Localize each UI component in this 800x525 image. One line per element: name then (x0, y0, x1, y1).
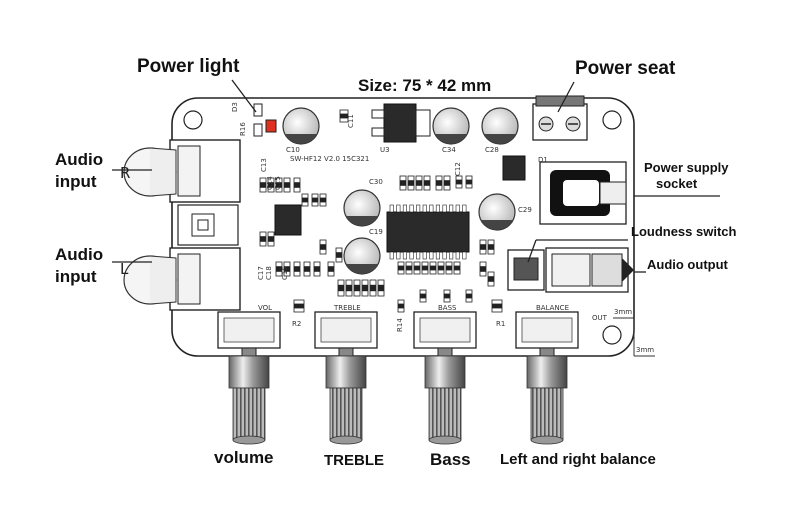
silk-c17: C17 (257, 266, 265, 280)
silk-c19: C19 (369, 228, 383, 236)
silk-channel-l: L (120, 260, 129, 278)
mount-hole (602, 325, 622, 345)
capacitor-c34 (432, 107, 470, 145)
label-power-supply-1: Power supply (644, 160, 729, 175)
label-power-light: Power light (137, 56, 240, 77)
loudness-switch (507, 249, 545, 291)
label-volume: volume (214, 448, 274, 467)
label-loudness-switch: Loudness switch (631, 224, 737, 239)
capacitor-c29 (478, 193, 516, 231)
smd-parts (259, 109, 503, 313)
silk-bass: BASS (438, 304, 457, 312)
diode-d1 (502, 155, 526, 181)
silk-r16: R16 (239, 122, 247, 136)
pot-volume (217, 311, 281, 445)
silk-c14: C14 (266, 176, 274, 190)
silk-model: SW-HF12 V2.0 15C321 (290, 155, 369, 163)
input-connector-block (177, 204, 239, 246)
audio-input-r-jack (123, 139, 241, 203)
label-audio-input-r-2: input (55, 172, 97, 191)
main-ic (386, 204, 470, 260)
label-size: Size: 75 * 42 mm (358, 76, 492, 95)
silk-c12: C12 (454, 162, 462, 176)
silk-c34: C34 (442, 146, 456, 154)
silk-c29: C29 (518, 206, 532, 214)
leader-lines (112, 79, 720, 273)
silk-r14: R14 (396, 318, 404, 332)
label-power-seat: Power seat (575, 58, 676, 79)
label-audio-input-l-2: input (55, 267, 97, 286)
silk-c18: C18 (265, 266, 273, 280)
mount-hole (602, 110, 622, 130)
silk-vol: VOL (258, 304, 272, 312)
label-audio-output: Audio output (647, 257, 728, 272)
silk-dim-right: 3mm (636, 346, 654, 354)
label-audio-input-r-1: Audio (55, 150, 104, 169)
silk-treble: TREBLE (333, 304, 361, 312)
audio-input-l-jack (123, 247, 241, 311)
silk-c10: C10 (286, 146, 300, 154)
silk-c16: C16 (281, 266, 289, 280)
power-led (265, 119, 277, 133)
regulator-u3 (371, 103, 431, 143)
silk-out: OUT (592, 314, 608, 322)
pot-treble (314, 311, 378, 445)
silk-u3: U3 (380, 146, 390, 154)
silk-c28: C28 (485, 146, 499, 154)
audio-output-jack (545, 247, 634, 293)
label-bass: Bass (430, 450, 471, 469)
silk-c13: C13 (260, 158, 268, 172)
silk-c30: C30 (369, 178, 383, 186)
silk-balance: BALANCE (536, 304, 569, 312)
silk-d3: D3 (231, 102, 239, 112)
label-power-supply-2: socket (656, 176, 698, 191)
silk-d1: D1 (538, 156, 548, 164)
silk-r1: R1 (496, 320, 505, 328)
silk-c11: C11 (347, 114, 355, 128)
silk-channel-r: R (120, 164, 130, 182)
capacitor-c28 (481, 107, 519, 145)
capacitor-c30 (343, 189, 381, 227)
silk-dim-top: 3mm (614, 308, 632, 316)
silk-r2: R2 (292, 320, 301, 328)
power-seat-terminal (532, 95, 588, 141)
pot-balance (515, 311, 579, 445)
silk-c15: C15 (274, 176, 282, 190)
label-audio-input-l-1: Audio (55, 245, 104, 264)
label-balance: Left and right balance (500, 451, 656, 468)
label-treble: TREBLE (324, 452, 384, 469)
capacitor-c19 (343, 237, 381, 275)
pot-bass (413, 311, 477, 445)
capacitor-c10 (282, 107, 320, 145)
power-supply-socket (539, 161, 627, 225)
mount-hole (183, 110, 203, 130)
chip-small (274, 204, 302, 236)
